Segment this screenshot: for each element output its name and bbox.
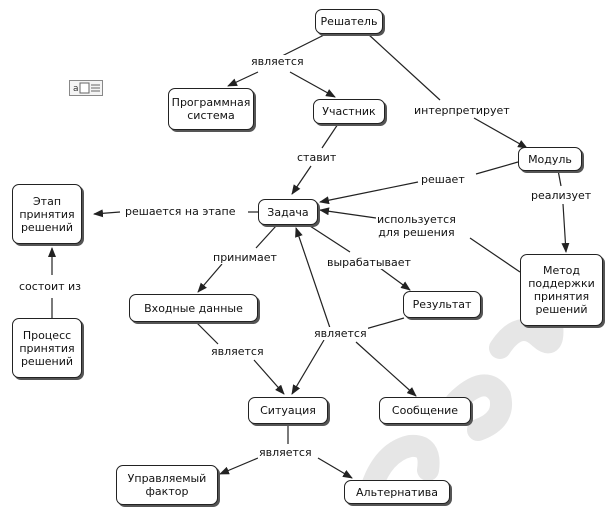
text-document-icon: a — [69, 80, 103, 96]
link-label-yavlyaetsya-bottom: является — [258, 446, 313, 459]
edge-metod-ispolzuetsya — [469, 237, 521, 273]
svg-text:a: a — [73, 84, 79, 94]
edge-rezultat-yavlyaetsya — [361, 317, 405, 331]
edge-reshaet-zadacha — [319, 181, 419, 205]
node-etap: Этап принятия решений — [12, 184, 82, 244]
edge-prinimaet-vhodnye — [197, 263, 223, 293]
edge-yavlyaetsya-uchastnik — [289, 71, 336, 98]
link-label-realizuet: реализует — [530, 189, 593, 202]
node-soobshchenie: Сообщение — [379, 397, 471, 424]
edge-reshatel-interpretiruet — [367, 33, 441, 101]
node-alternativa: Альтернатива — [344, 480, 450, 504]
link-label-reshaetsya-na-etape: решается на этапе — [124, 205, 237, 218]
edge-realizuet-metod — [561, 203, 570, 253]
edge-zadacha-prinimaet — [255, 225, 277, 249]
node-vhodnye-dannye: Входные данные — [129, 294, 258, 322]
edge-yavlyaetsya-faktor — [219, 457, 259, 475]
edge-yavlyaetsya-alternativa — [317, 457, 353, 479]
node-zadacha: Задача — [258, 199, 318, 225]
node-process: Процесс принятия решений — [12, 318, 82, 378]
edge-uchastnik-stavit — [321, 123, 339, 149]
edge-yavlyaetsya-zadacha — [295, 227, 331, 329]
link-label-stavit: ставит — [296, 151, 338, 164]
node-rezultat: Результат — [403, 291, 481, 318]
link-label-interpretiruet: интерпретирует — [413, 104, 511, 117]
link-label-yavlyaetsya-left: является — [210, 345, 265, 358]
edge-modul-reshaet — [475, 161, 519, 175]
edge-vyrabatyvaet-rezultat — [379, 267, 411, 291]
edge-yavlyaetsya-programmnaya — [227, 71, 259, 87]
node-modul: Модуль — [518, 147, 582, 171]
node-situaciya: Ситуация — [248, 397, 328, 424]
edge-ispolzuetsya-zadacha — [319, 207, 377, 219]
node-reshatel: Решатель — [315, 9, 383, 34]
link-label-sostoit-iz: состоит из — [18, 280, 83, 293]
edge-yavlyaetsya-left-situaciya — [253, 359, 285, 395]
edge-vhodnye-yavlyaetsya — [195, 321, 219, 345]
edge-modul-realizuet — [557, 169, 562, 187]
link-label-vyrabatyvaet: вырабатывает — [326, 256, 412, 269]
link-label-yavlyaetsya-top: является — [250, 55, 305, 68]
edge-yavlyaetsya-soobshchenie — [355, 341, 417, 397]
edge-stavit-zadacha — [291, 165, 312, 195]
node-programmnaya-sistema: Программная система — [168, 88, 254, 130]
edge-reshaetsya-etap — [93, 209, 121, 218]
link-label-yavlyaetsya-mid: является — [313, 327, 368, 340]
node-uchastnik: Участник — [313, 99, 385, 124]
link-label-ispolzuetsya: используется для решения — [376, 213, 457, 239]
link-label-reshaet: решает — [420, 173, 466, 186]
edge-interpretiruet-modul — [473, 117, 528, 149]
node-metod: Метод поддержки принятия решений — [520, 254, 603, 326]
edge-yavlyaetsya-situaciya — [291, 339, 325, 395]
edge-zadacha-vyrabatyvaet — [309, 225, 351, 253]
link-label-prinimaet: принимает — [212, 251, 278, 264]
node-upravlyaemyi-faktor: Управляемый фактор — [116, 465, 218, 505]
